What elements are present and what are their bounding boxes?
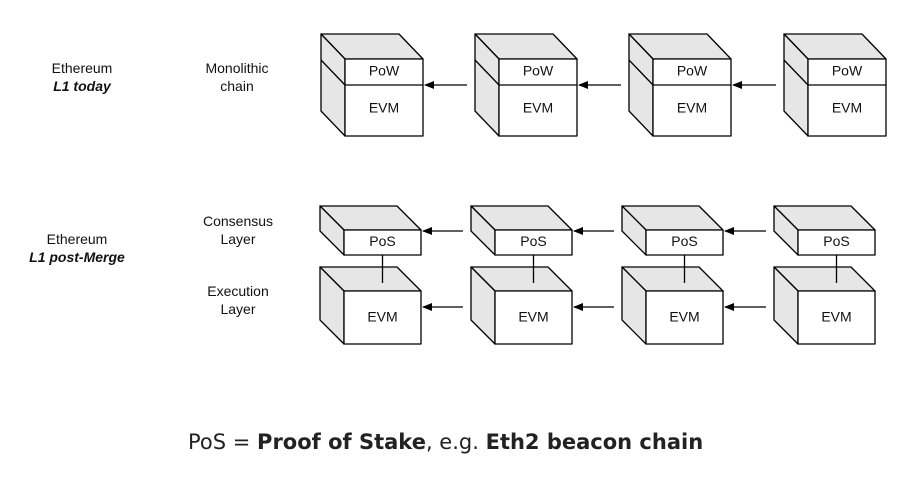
- cube-front-face: [343, 290, 422, 345]
- evm-label: EVM: [832, 100, 862, 116]
- evm-label: EVM: [821, 309, 851, 325]
- pos-label: PoS: [369, 233, 395, 249]
- row2-post-merge-chain: PoS PoS PoS PoS EVM EVM EVM EVM: [319, 205, 876, 345]
- evm-label: EVM: [369, 100, 399, 116]
- pos-label: PoS: [823, 233, 849, 249]
- execution-label-line1: Execution: [207, 283, 269, 299]
- block-divider-side: [628, 59, 654, 86]
- caption: PoS = Proof of Stake, e.g. Eth2 beacon c…: [188, 430, 703, 454]
- blockchain-diagram: PoW EVM PoW EVM PoW EVM PoW EVM PoS PoS PoS PoS EVM…: [319, 33, 887, 345]
- cube-front-face: [494, 290, 573, 345]
- evm-label: EVM: [677, 100, 707, 116]
- execution-block: EVM: [773, 266, 876, 345]
- row1-side-label: Ethereum L1 today: [40, 59, 124, 95]
- caption-bold2: Eth2 beacon chain: [485, 430, 704, 454]
- monolithic-block: PoW EVM: [320, 33, 424, 137]
- monolithic-label-line2: chain: [220, 78, 254, 94]
- monolithic-block: PoW EVM: [783, 33, 887, 137]
- execution-label-line2: Layer: [220, 301, 256, 317]
- row2-side-label-em: L1 post-Merge: [29, 249, 125, 265]
- block-divider-side: [783, 59, 809, 86]
- consensus-block: PoS: [773, 205, 876, 256]
- row2-side-label-text: Ethereum: [46, 231, 108, 247]
- pos-label: PoS: [520, 233, 546, 249]
- cube-front-face: [498, 58, 578, 137]
- cube-front-face: [645, 290, 724, 345]
- execution-layer-label: Execution Layer: [190, 282, 286, 318]
- pow-label: PoW: [523, 63, 554, 79]
- pow-label: PoW: [369, 63, 400, 79]
- pow-label: PoW: [832, 63, 863, 79]
- evm-label: EVM: [367, 309, 397, 325]
- cube-front-face: [652, 58, 732, 137]
- row2-side-label: Ethereum L1 post-Merge: [18, 230, 136, 266]
- execution-block: EVM: [319, 266, 422, 345]
- cube-front-face: [797, 290, 876, 345]
- block-divider-side: [474, 59, 500, 86]
- pow-label: PoW: [677, 63, 708, 79]
- consensus-label-line1: Consensus: [202, 213, 274, 229]
- block-divider-side: [320, 59, 346, 86]
- caption-bold1: Proof of Stake: [257, 430, 426, 454]
- monolithic-chain-label: Monolithic chain: [190, 59, 284, 95]
- row1-side-label-text: Ethereum: [51, 60, 113, 76]
- cube-front-face: [797, 229, 876, 256]
- consensus-label-line2: Layer: [220, 231, 256, 247]
- caption-part1: PoS =: [188, 430, 258, 454]
- evm-label: EVM: [518, 309, 548, 325]
- cube-front-face: [807, 58, 887, 137]
- monolithic-label-line1: Monolithic: [205, 60, 269, 76]
- cube-front-face: [344, 58, 424, 137]
- cube-front-face: [645, 229, 724, 256]
- caption-part2: , e.g.: [425, 430, 486, 454]
- monolithic-block: PoW EVM: [628, 33, 732, 137]
- pos-label: PoS: [671, 233, 697, 249]
- evm-label: EVM: [669, 309, 699, 325]
- consensus-layer-label: Consensus Layer: [190, 212, 286, 248]
- row1-monolithic-chain: PoW EVM PoW EVM PoW EVM PoW EVM: [320, 33, 887, 137]
- execution-block: EVM: [470, 266, 573, 345]
- cube-front-face: [343, 229, 422, 256]
- row1-side-label-em: L1 today: [53, 78, 111, 94]
- consensus-block: PoS: [621, 205, 724, 256]
- consensus-block: PoS: [470, 205, 573, 256]
- execution-block: EVM: [621, 266, 724, 345]
- evm-label: EVM: [523, 100, 553, 116]
- monolithic-block: PoW EVM: [474, 33, 578, 137]
- consensus-block: PoS: [319, 205, 422, 256]
